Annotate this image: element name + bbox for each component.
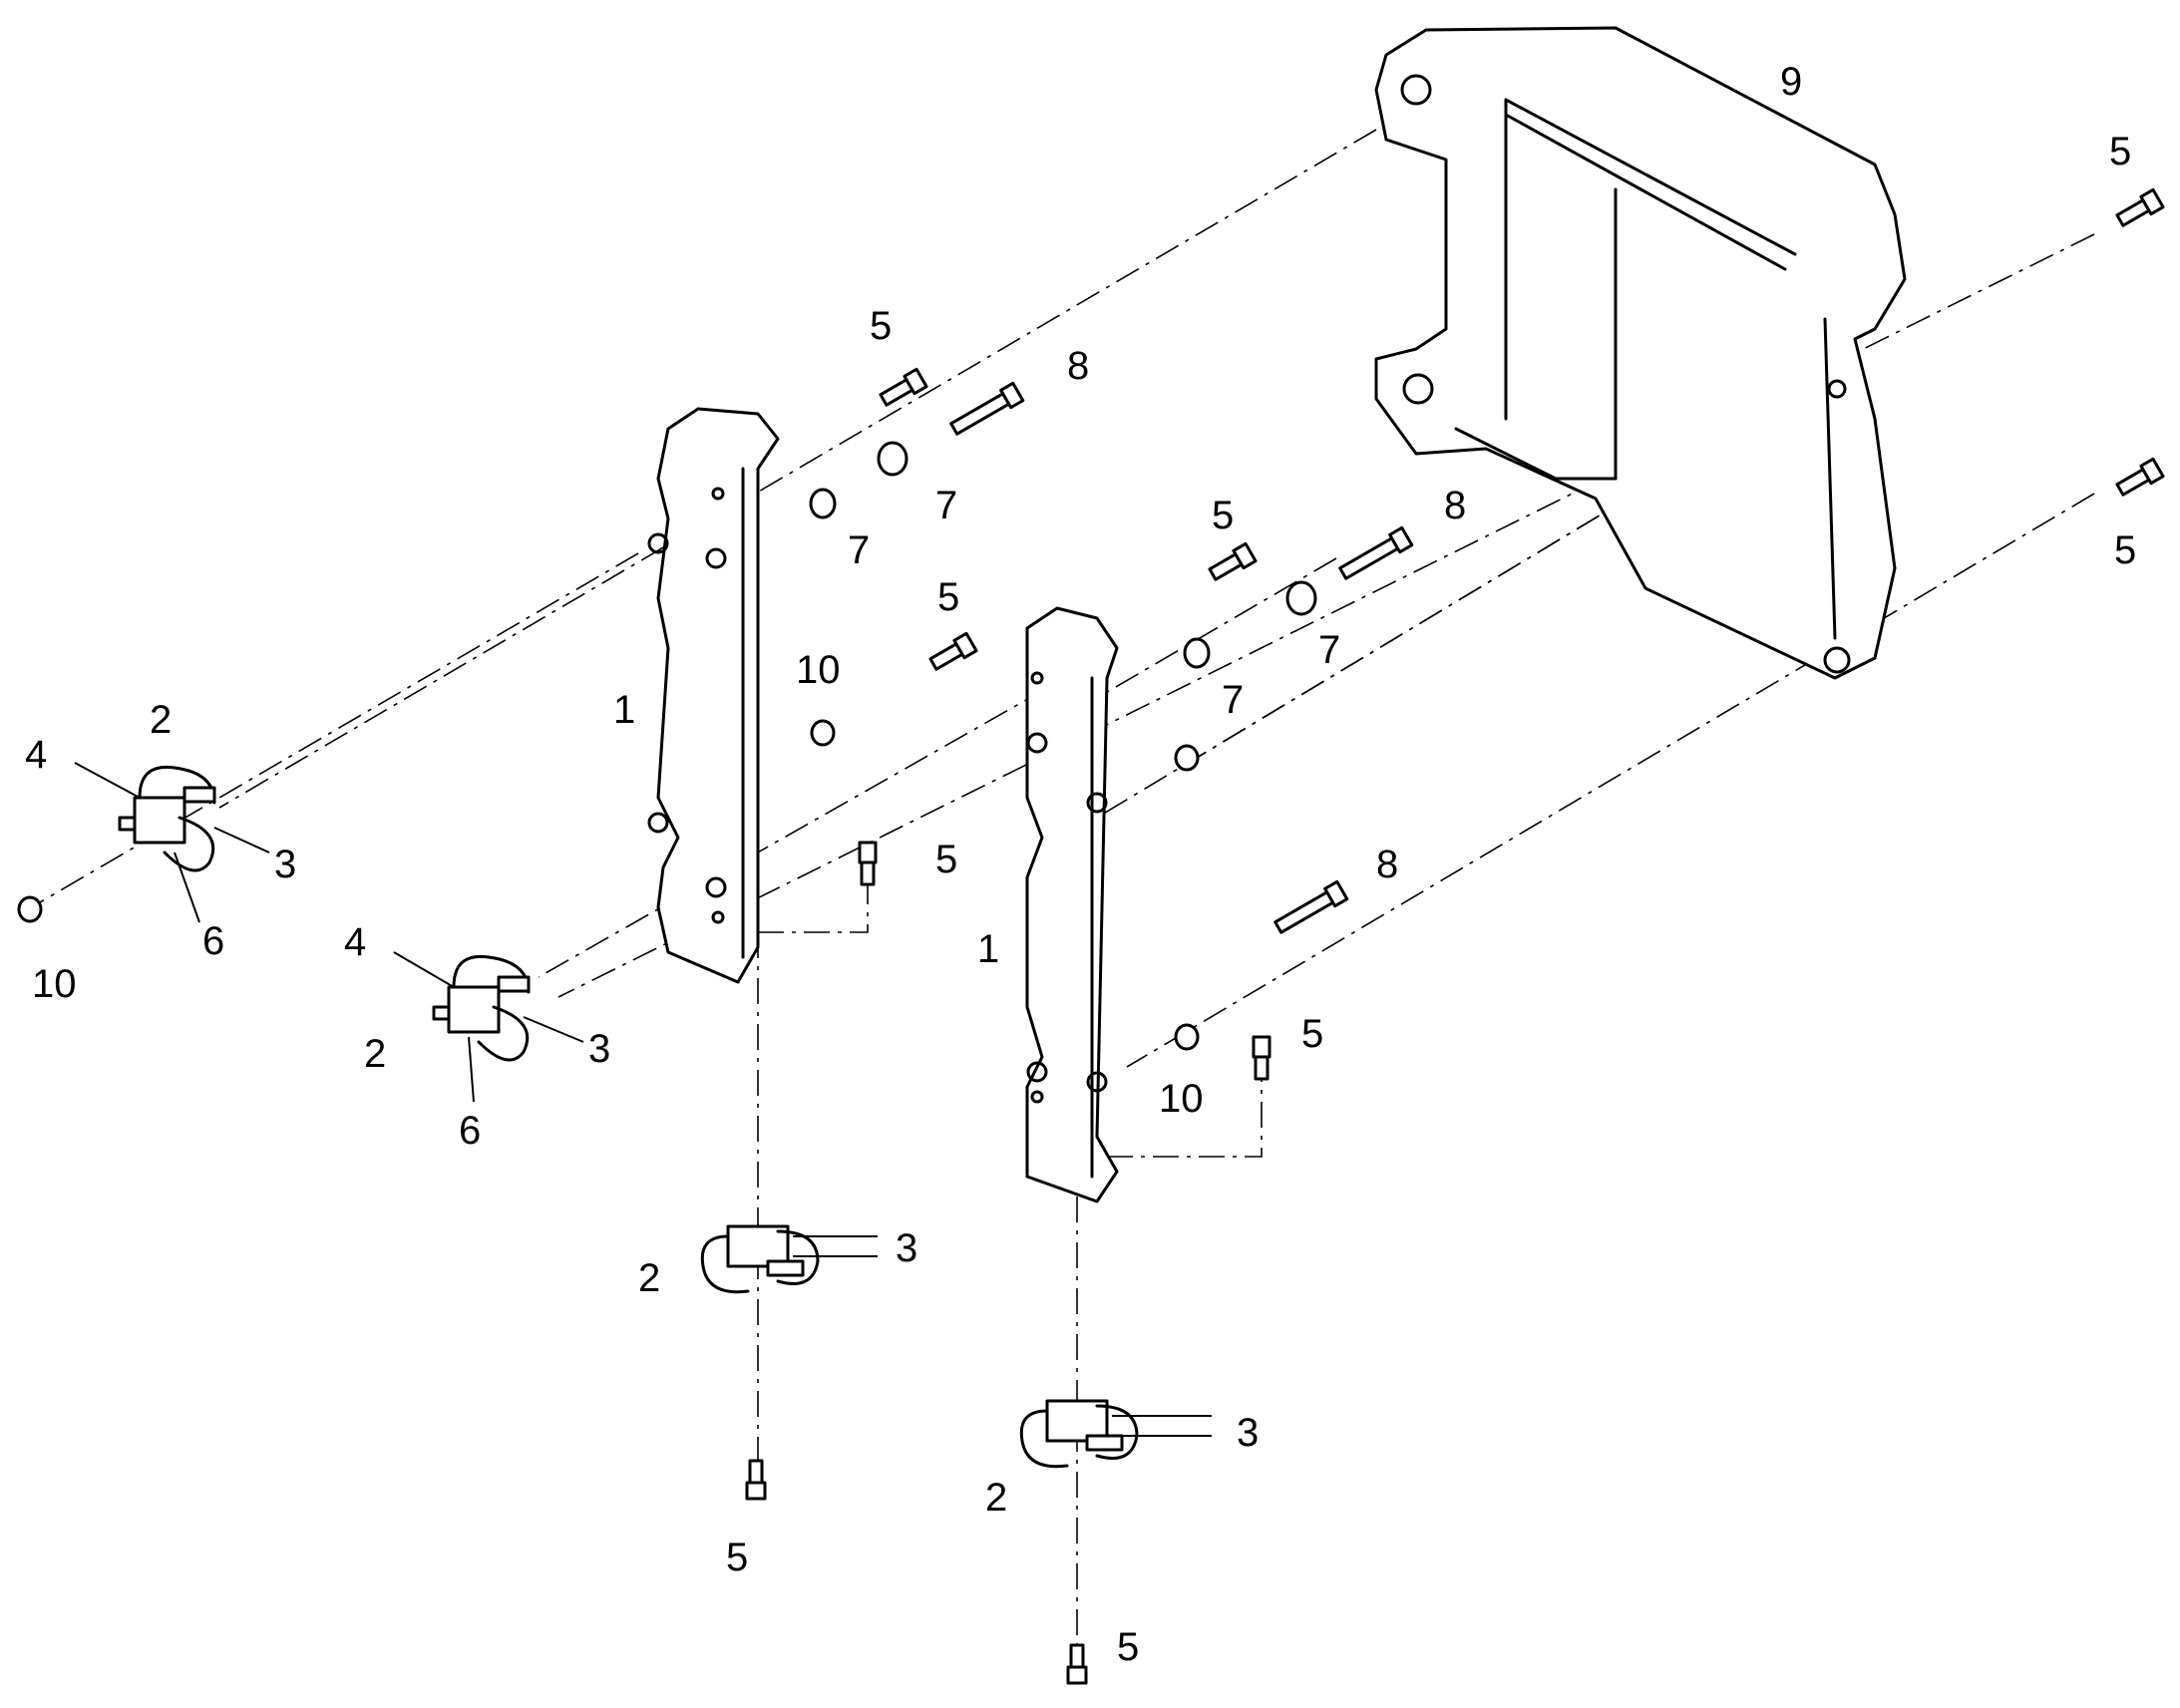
bolt-5-right-lower [2115,457,2165,497]
callout-8: 8 [1067,344,1089,388]
frame-part-9 [1374,26,1907,680]
bolt-5-pin-right [1252,1035,1272,1081]
callout-1: 1 [977,927,999,971]
bolt-5-top-right [2115,187,2165,227]
spacer-10-left [810,719,836,747]
callout-5: 5 [935,838,957,881]
bolt-8-left [949,381,1025,436]
callout-9: 9 [1780,60,1802,104]
callouts: 9 5 5 5 8 7 7 5 10 1 5 8 7 7 5 1 8 5 10 … [25,60,2136,1669]
bolt-5-center [1208,541,1258,581]
callout-5: 5 [1301,1012,1323,1056]
callout-10: 10 [32,962,77,1006]
clamp-part-2-c [700,1224,820,1294]
bolt-5-bottom-right [1066,1643,1088,1685]
spacer-10-center [1174,744,1200,772]
bracket-part-1-right [1025,606,1119,1203]
leader-lines [74,762,1212,1437]
callout-3: 3 [896,1226,917,1270]
callout-1: 1 [613,688,635,732]
callout-7: 7 [1222,678,1244,722]
bolt-5-pin-left [858,841,878,886]
callout-3: 3 [1237,1411,1259,1455]
callout-2: 2 [150,698,172,742]
callout-10: 10 [1159,1077,1204,1121]
callout-5: 5 [1212,494,1234,537]
callout-2: 2 [985,1476,1007,1520]
clamp-part-2-b [432,954,531,1062]
callout-10: 10 [796,648,841,692]
callout-7: 7 [935,484,957,527]
callout-5: 5 [726,1536,748,1579]
callout-2: 2 [364,1032,386,1076]
callout-5: 5 [2114,528,2136,572]
callout-5: 5 [2109,130,2131,173]
callout-4: 4 [25,733,47,777]
clamp-part-2-d [1019,1399,1139,1469]
callout-8: 8 [1444,484,1466,527]
spacer-10-far-left [17,895,43,923]
bolt-5-top-left [879,367,928,407]
bolt-8-lower [1273,879,1349,934]
washer-7-center-b [1183,637,1211,669]
spacer-10-right [1174,1023,1200,1051]
callout-6: 6 [202,919,224,963]
callout-8: 8 [1376,843,1398,886]
callout-7: 7 [848,528,870,572]
bolt-5-bottom-left [745,1459,767,1501]
callout-3: 3 [274,843,296,886]
washer-7-left-b [809,488,837,519]
callout-6: 6 [459,1109,481,1153]
callout-5: 5 [870,304,892,348]
bolt-8-center [1338,525,1414,580]
callout-3: 3 [588,1027,610,1071]
callout-7: 7 [1318,628,1340,672]
callout-4: 4 [344,920,366,964]
bolt-5-mid-left [928,631,978,671]
washer-7-left-a [877,441,908,477]
bracket-part-1-left [647,407,780,984]
washer-7-center-a [1285,580,1317,616]
callout-5: 5 [937,575,959,619]
callout-5: 5 [1117,1625,1139,1669]
clamp-part-2-a [118,765,216,872]
fasteners [17,187,2165,1685]
callout-2: 2 [638,1256,660,1300]
